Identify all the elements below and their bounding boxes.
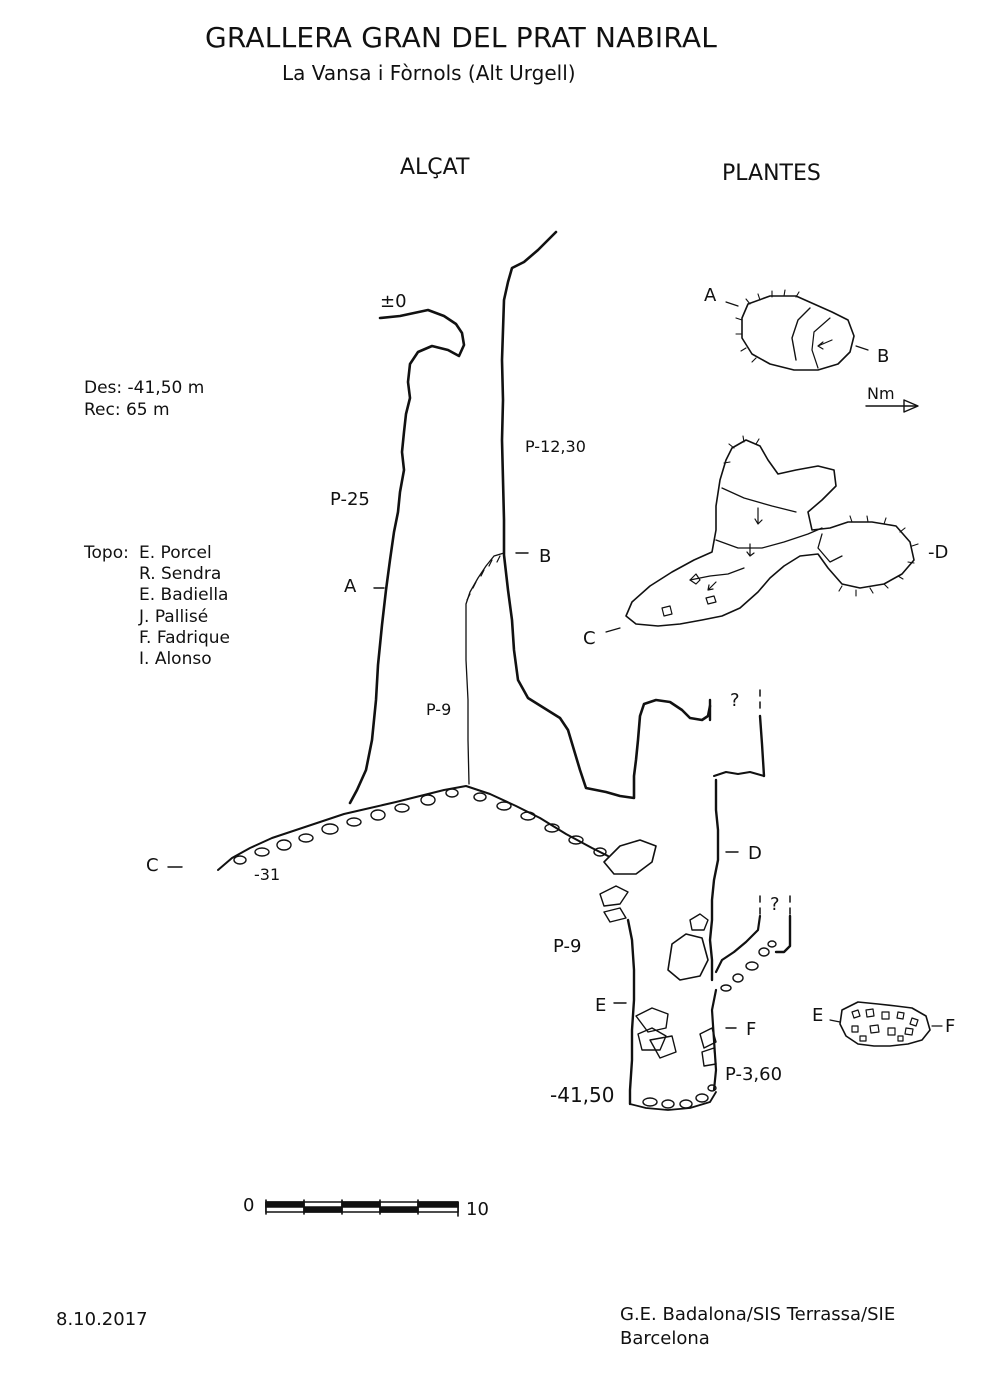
- plan-e-tick: [829, 1019, 841, 1023]
- plan-label-c: C: [583, 628, 596, 649]
- elevation-floor-left: [217, 785, 609, 871]
- plan-c-d-ledge-lower: [689, 567, 745, 581]
- elevation-small-block: [689, 913, 709, 931]
- pitch-25-label: P-25: [330, 489, 370, 510]
- plan-label-b: B: [877, 346, 890, 367]
- section-letter-f: F: [746, 1019, 757, 1040]
- plan-c-d-ledge-upper: [721, 487, 797, 513]
- elevation-ledge: [713, 771, 765, 777]
- section-letter-a: A: [344, 576, 357, 597]
- elevation-d-shaft-left: [708, 778, 720, 982]
- pitch-12-label: P-12,30: [525, 437, 586, 456]
- magnetic-north-label: Nm: [867, 384, 895, 403]
- final-depth-label: -41,50: [550, 1083, 615, 1107]
- north-arrow-head: [903, 399, 919, 413]
- plan-e-f-rubble: [851, 1008, 919, 1042]
- section-letter-b: B: [539, 546, 552, 567]
- plans-heading: PLANTES: [722, 161, 821, 186]
- plan-label-a: A: [704, 285, 717, 306]
- unexplored-question-lower: ?: [770, 894, 780, 915]
- topo-name: R. Sendra: [139, 564, 222, 584]
- elevation-final-rubble: [635, 1007, 717, 1109]
- elevation-shaft-pebbles: [720, 940, 777, 992]
- elevation-p9-lower-left: [626, 918, 636, 1106]
- plan-b-tick: [855, 345, 869, 351]
- plan-a-b-ledge: [791, 307, 811, 361]
- survey-title: GRALLERA GRAN DEL PRAT NABIRAL: [205, 21, 718, 54]
- plan-e-f-outline: [839, 1001, 931, 1047]
- elevation-lower-right-column: [710, 988, 718, 1092]
- survey-credit-line2: Barcelona: [620, 1328, 710, 1349]
- scale-end-label: 10: [466, 1199, 489, 1220]
- section-letter-c: C: [146, 855, 159, 876]
- entrance-datum-label: ±0: [380, 291, 407, 312]
- section-marker-ticks: [167, 552, 739, 1029]
- survey-date: 8.10.2017: [56, 1309, 148, 1330]
- plan-c-d-blocks: [661, 573, 717, 617]
- depth-31-label: -31: [254, 865, 281, 884]
- plan-c-d-ledge-mid: [715, 527, 823, 549]
- plan-c-d-outline: [625, 439, 915, 627]
- plan-c-d-ticks: [723, 435, 919, 597]
- survey-credit-line1: G.E. Badalona/SIS Terrassa/SIE: [620, 1304, 896, 1325]
- plan-a-b-arrow: [817, 339, 833, 350]
- elevation-inner-thin-wall: [465, 552, 505, 785]
- plan-label-e: E: [812, 1005, 824, 1026]
- topo-name: E. Porcel: [139, 543, 212, 563]
- elevation-large-boulder: [603, 839, 657, 875]
- topo-label: Topo:: [84, 543, 129, 563]
- plan-a-b-ticks: [735, 289, 800, 363]
- elevation-breakdown-ticks: [466, 555, 501, 601]
- scale-bar: [265, 1199, 459, 1217]
- plan-c-d-arrows: [707, 507, 763, 591]
- scale-start-label: 0: [243, 1195, 255, 1216]
- pitch-9-lower-label: P-9: [553, 936, 582, 957]
- pitch-3-label: P-3,60: [725, 1064, 783, 1085]
- length-stat: Rec: 65 m: [84, 400, 170, 420]
- elevation-right-shaft-wall: [758, 714, 766, 778]
- elevation-pillar-boulder: [667, 933, 709, 981]
- pitch-9-upper-label: P-9: [426, 700, 452, 719]
- elevation-d-shaft-dashed: [759, 895, 791, 917]
- plan-a-tick: [725, 301, 739, 307]
- depth-stat: Des: -41,50 m: [84, 378, 205, 398]
- plan-label-d: -D: [928, 542, 949, 563]
- topo-name: F. Fadrique: [139, 628, 231, 648]
- elevation-boulder-stack: [599, 885, 629, 923]
- plan-c-tick: [605, 627, 621, 633]
- elevation-final-floor: [629, 1091, 717, 1111]
- elevation-left-wall: [348, 308, 466, 805]
- survey-location: La Vansa i Fòrnols (Alt Urgell): [282, 61, 576, 85]
- plan-label-f: F: [945, 1016, 956, 1037]
- elevation-floor-boulders: [233, 788, 607, 865]
- plan-d-separator: [817, 533, 843, 563]
- topo-name: I. Alonso: [139, 649, 212, 669]
- plan-a-b-outline: [741, 295, 855, 371]
- elevation-right-wall: [500, 230, 712, 800]
- elevation-lower-right-wall: [774, 914, 792, 954]
- unexplored-question-upper: ?: [730, 690, 740, 711]
- elevation-heading: ALÇAT: [400, 155, 470, 180]
- elevation-d-shaft-right: [714, 914, 762, 974]
- plan-a-b-ledge-2: [811, 317, 831, 369]
- section-letter-e: E: [595, 995, 607, 1016]
- section-letter-d: D: [748, 843, 762, 864]
- topo-name: J. Pallisé: [139, 607, 209, 627]
- topo-name: E. Badiella: [139, 585, 229, 605]
